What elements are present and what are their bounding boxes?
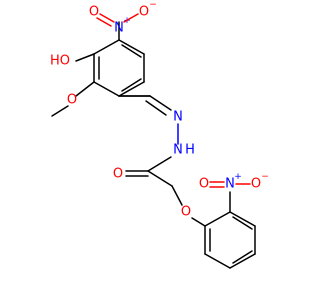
bond — [204, 253, 231, 269]
bond-N-C — [147, 156, 172, 172]
bond-O-ring — [191, 217, 206, 227]
carbonyl-O: O — [113, 167, 123, 182]
bond-double-inner — [121, 78, 142, 92]
bond-CH2-O — [171, 185, 183, 206]
bond-double-inner — [121, 44, 142, 58]
nitro-right-N-charge: + — [234, 172, 242, 182]
bond-double-inner — [232, 216, 253, 230]
bond — [118, 39, 145, 55]
nitro-top-N: N — [114, 21, 124, 36]
bond-C-OH — [75, 53, 95, 62]
bond — [229, 211, 256, 227]
ether-O: O — [181, 205, 191, 220]
ring-upper — [93, 39, 145, 97]
nitro-right-O-right-charge: − — [261, 172, 269, 182]
bond-C-O — [75, 81, 95, 97]
bond-N-O-double-2 — [96, 17, 112, 27]
ring-lower — [204, 211, 256, 269]
bond-double-inner — [232, 250, 253, 264]
methoxy-O: O — [67, 93, 77, 108]
bond — [204, 211, 231, 227]
bond-CH-N-double — [145, 100, 167, 116]
nitro-top-O-lower: O — [89, 5, 99, 20]
chemical-structure: HO N + O − O O N N H O O N + O — [50, 0, 269, 269]
bond-O-CH3 — [51, 105, 69, 117]
bond-C-CH2 — [147, 170, 173, 187]
amide-NH-H: H — [185, 143, 195, 158]
hydrazone-N1: N — [173, 110, 183, 125]
nitro-right-O-left: O — [199, 177, 209, 192]
nitro-right-N: N — [225, 177, 235, 192]
nitro-right-O-right: O — [251, 177, 261, 192]
bond-N-O-double — [99, 13, 115, 23]
bond-CH-N — [149, 95, 172, 111]
bond-N-O — [123, 13, 139, 23]
bond — [229, 253, 256, 269]
hydrazone-N2: N — [173, 143, 183, 158]
bond — [93, 39, 120, 55]
hydroxyl-label: HO — [50, 54, 70, 69]
bond — [93, 81, 120, 97]
nitro-top-O-upper: O — [139, 5, 149, 20]
nitro-top-O-upper-charge: − — [149, 0, 157, 10]
bond — [118, 81, 145, 97]
